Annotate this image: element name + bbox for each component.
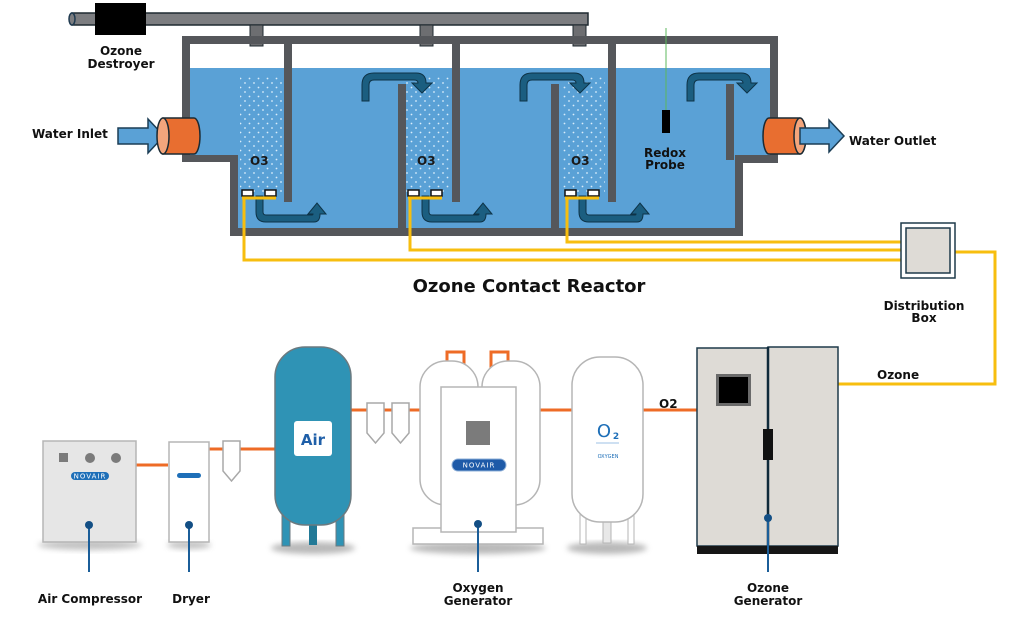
ozone-line-label: Ozone [877, 368, 919, 382]
air-compressor-label: Air Compressor [38, 592, 142, 606]
diffusers [241, 189, 600, 197]
chamber-gas-label: O3 [571, 154, 590, 168]
dryer-label: Dryer [172, 592, 210, 606]
chamber-gas-label: O3 [250, 154, 269, 168]
compressor-indicator-icon [85, 453, 95, 463]
chamber-gas-label: O3 [417, 154, 436, 168]
o2-subscript: 2 [613, 432, 619, 442]
air-receiver-tank[interactable]: Air [271, 346, 355, 554]
redox-probe[interactable] [662, 28, 670, 133]
flow-arrow-over [519, 72, 592, 102]
ozone-generator[interactable] [696, 346, 839, 572]
ozone-destroyer-label-2: Destroyer [87, 57, 154, 71]
water-inlet[interactable] [117, 117, 201, 155]
filter-icon [222, 440, 241, 483]
redox-probe-label-1: Redox [644, 146, 686, 160]
ozone-supply-line [838, 250, 997, 386]
oxygen-generator-label-1: Oxygen [452, 581, 503, 595]
diagram-title: Ozone Contact Reactor [413, 276, 646, 297]
redox-probe-label-2: Probe [645, 158, 685, 172]
filter-icon [366, 402, 385, 445]
filter-icon [391, 402, 410, 445]
baffle-rising [398, 84, 406, 230]
flow-arrow-under [255, 195, 328, 223]
bubble-column [406, 75, 449, 193]
baffle-rising [551, 84, 559, 230]
oxygen-caption: OXYGEN [598, 454, 619, 460]
contact-reactor-tank: O3 O3 O3 [182, 36, 778, 236]
bubble-column [240, 75, 283, 193]
distribution-box-label-1: Distribution [884, 299, 965, 313]
air-tank-badge: Air [301, 431, 326, 449]
ozone-destroyer-label-1: Ozone [100, 44, 142, 58]
baffle-rising [726, 84, 734, 160]
compressor-indicator-icon [111, 453, 121, 463]
o2-symbol: O [597, 421, 611, 442]
water [190, 68, 770, 228]
water-outlet-label: Water Outlet [849, 134, 937, 148]
flow-arrow-over [361, 72, 434, 102]
flow-arrows [255, 72, 759, 223]
outlet-arrow-icon [799, 118, 846, 154]
compressor-button-icon [59, 453, 68, 462]
flow-arrow-under [421, 195, 494, 223]
oxygen-generator[interactable]: NOVAIR [410, 360, 546, 572]
door-handle-icon [763, 429, 773, 460]
baffle-hanging [284, 44, 292, 202]
distribution-box[interactable] [900, 222, 956, 279]
o2-line-label: O2 [659, 397, 678, 411]
baffle-hanging [452, 44, 460, 202]
ozone-destroyer[interactable] [95, 3, 146, 35]
ozone-generator-label-2: Generator [734, 594, 803, 608]
ozone-lines [242, 196, 997, 386]
water-inlet-label: Water Inlet [32, 127, 108, 141]
distribution-box-label-2: Box [911, 311, 936, 325]
air-compressor[interactable]: NOVAIR [38, 440, 142, 572]
dryer[interactable] [167, 441, 211, 572]
ozone-generator-label-1: Ozone [747, 581, 789, 595]
baffle-hanging [608, 44, 616, 202]
brand-logo: NOVAIR [463, 462, 496, 470]
generator-panel-icon [466, 421, 490, 445]
bubble-column [562, 75, 605, 193]
oxygen-receiver-tank[interactable]: O 2 OXYGEN [567, 356, 647, 554]
flow-arrow-over [686, 72, 759, 102]
brand-logo: NOVAIR [74, 473, 107, 481]
water-outlet[interactable] [762, 117, 846, 155]
flow-arrow-under [578, 195, 651, 223]
oxygen-generator-label-2: Generator [444, 594, 513, 608]
inlet-arrow-icon [117, 117, 166, 155]
